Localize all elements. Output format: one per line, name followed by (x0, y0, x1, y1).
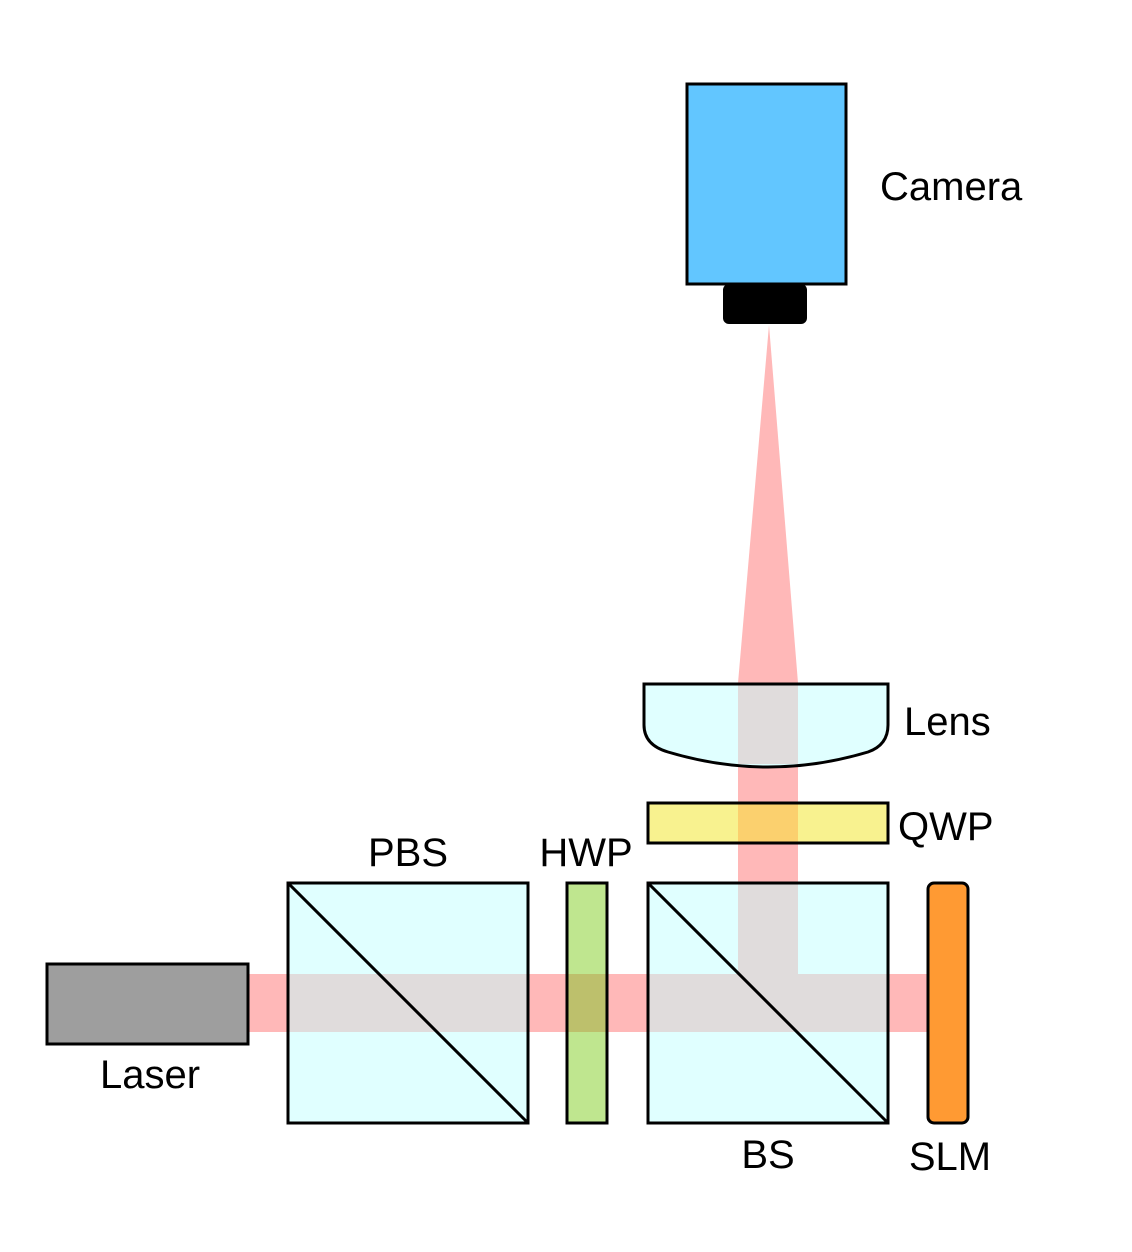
camera-body (685, 82, 848, 286)
camera-lens-mount (723, 284, 807, 324)
slm-device (926, 881, 970, 1125)
lens (642, 682, 890, 769)
label-bs: BS (741, 1133, 794, 1177)
lens-beam-in-glass (738, 684, 798, 764)
pbs-cube (286, 881, 530, 1125)
label-lens: Lens (904, 700, 991, 744)
bs-cube (646, 881, 890, 1125)
hwp-beam-overlap (567, 974, 607, 1032)
label-pbs: PBS (368, 831, 448, 875)
beam-focusing-cone (738, 325, 798, 683)
label-laser: Laser (100, 1053, 200, 1097)
bs-beam-in-glass-vertical (738, 883, 798, 974)
pbs-splitting-surface (286, 881, 530, 1125)
bs-splitting-surface (646, 881, 890, 1125)
hwp-plate (565, 881, 609, 1125)
qwp-beam-overlap (738, 803, 798, 843)
label-camera: Camera (880, 165, 1023, 209)
laser-body (45, 962, 250, 1046)
label-slm: SLM (909, 1135, 991, 1179)
camera (685, 82, 848, 324)
label-hwp: HWP (539, 831, 632, 875)
label-qwp: QWP (898, 805, 994, 849)
qwp-plate (646, 801, 890, 845)
